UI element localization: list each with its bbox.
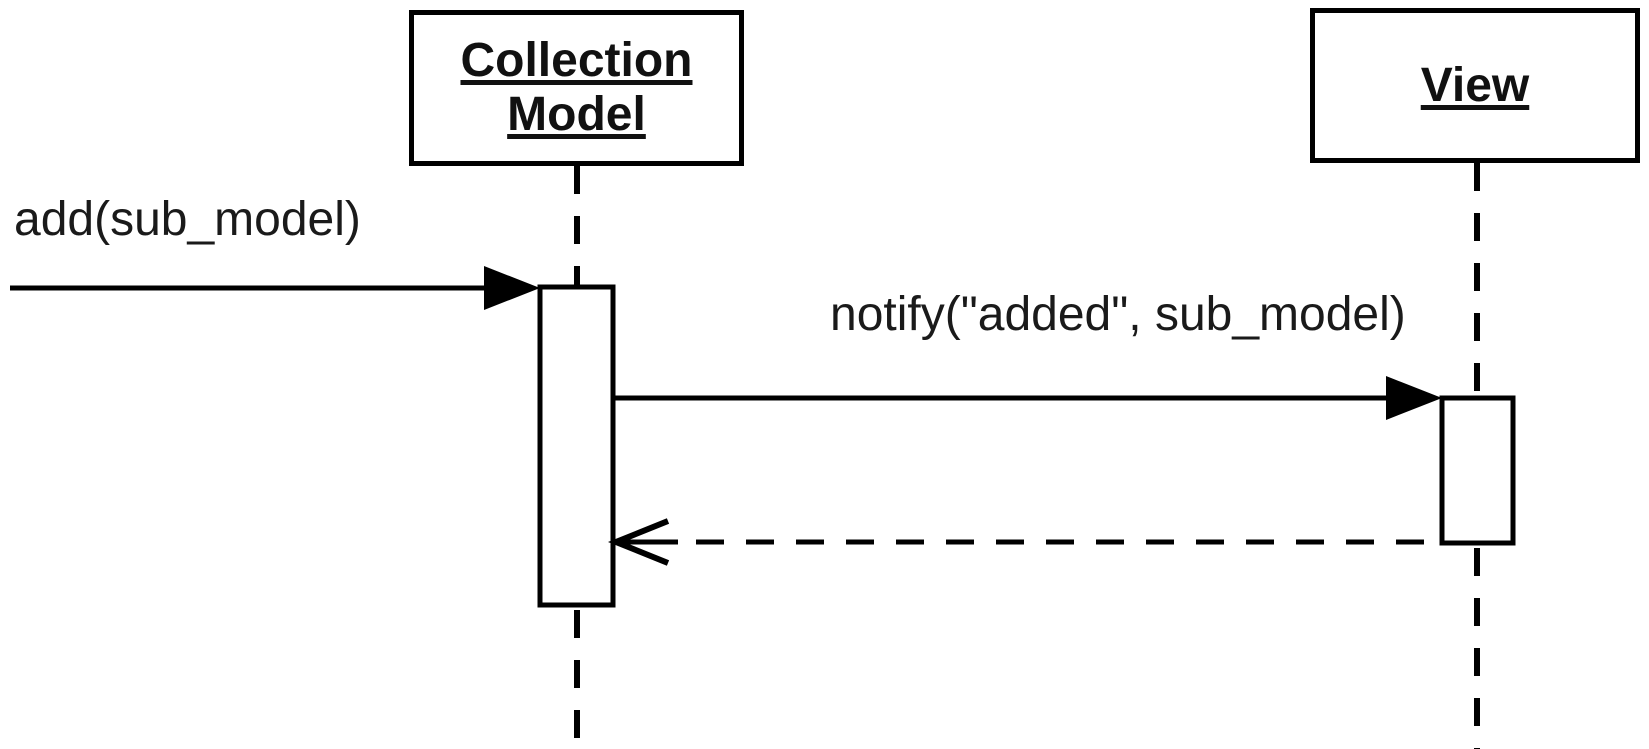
message-label-notify: notify("added", sub_model) [830,288,1406,341]
participant-label-collection-model: Collection Model [460,34,693,141]
message-label-add: add(sub_model) [14,193,361,246]
add-message-arrowhead [484,266,540,310]
collection-model-activation-bar [537,284,616,608]
return-message-open-arrowhead [607,518,670,566]
participant-label-view: View [1420,58,1530,112]
participant-box-collection-model: Collection Model [409,10,744,166]
participant-box-view: View [1310,8,1640,163]
view-activation-bar [1439,395,1516,546]
notify-message-arrowhead [1386,376,1442,420]
